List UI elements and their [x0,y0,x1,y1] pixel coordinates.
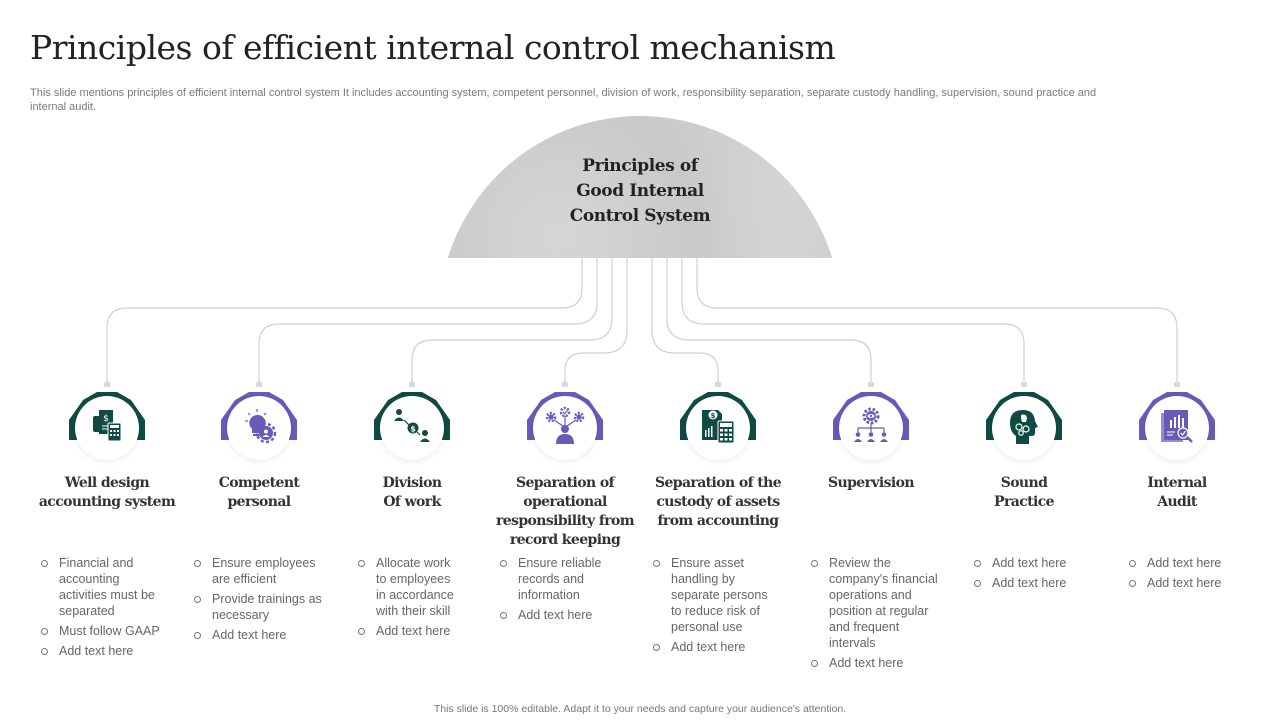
principle-title-line: Division [382,475,442,491]
bullet-item: Add text here [653,639,778,655]
principle-title: Separation of the custody of assets from… [643,474,793,531]
head-lightbulb-gears-icon [1010,410,1038,444]
bullet-item: Ensure employees are efficient [194,555,329,587]
svg-text:$: $ [410,425,416,434]
principle-title: Competent personal [184,474,334,512]
principle-title-line: operational [523,494,607,510]
connector-6 [666,258,872,385]
lightbulb-gear-person-icon [245,409,277,444]
bullet-list-separation-operational: Ensure reliable records and information … [500,555,615,627]
accounting-document-calculator-icon: $ [93,410,122,442]
principle-badge [1135,386,1219,470]
svg-text:$: $ [103,414,109,424]
principle-badge: $ [676,386,760,470]
principle-badge [217,386,301,470]
hero-semicircle: Principles of Good Internal Control Syst… [439,116,841,258]
bullet-list-competent-personal: Ensure employees are efficient Provide t… [194,555,329,647]
bullet-item: Must follow GAAP [41,623,169,639]
principle-title-line: Separation of [515,475,615,491]
principle-title-line: Sound [1000,475,1048,491]
bullet-list-sound-practice: Add text here Add text here [974,555,1094,595]
connector-5 [651,258,719,385]
svg-text:$: $ [711,412,716,420]
principle-title-line: Of work [383,494,441,510]
principle-title-line: custody of assets [656,494,780,510]
audit-report-magnifier-icon [1161,410,1193,443]
bullet-item: Financial and accounting activities must… [41,555,169,619]
bullet-item: Ensure reliable records and information [500,555,615,603]
bullet-item: Add text here [974,575,1094,591]
bullet-item: Add text here [41,643,169,659]
principle-title: Sound Practice [949,474,1099,512]
principle-title-line: Supervision [828,475,915,491]
people-money-transfer-icon: $ [394,409,430,442]
bullet-item: Add text here [358,623,463,639]
principle-title-line: responsibility from [495,513,635,529]
connector-3 [411,258,613,385]
principle-badge [982,386,1066,470]
bullet-item: Add text here [500,607,615,623]
principle-title-line: Practice [994,494,1055,510]
connector-2 [258,258,598,385]
hero-title-line: Good Internal [576,181,704,201]
principle-title: Well design accounting system [32,474,182,512]
connector-8 [696,258,1178,385]
hero-title-line: Control System [569,206,711,226]
bullet-item: Add text here [974,555,1094,571]
bullet-item: Review the company's financial operation… [811,555,946,651]
bullet-item: Add text here [1129,575,1249,591]
person-gears-network-icon [545,406,585,444]
bullet-list-accounting-system: Financial and accounting activities must… [41,555,169,663]
bullet-item: Add text here [1129,555,1249,571]
principle-title: Internal Audit [1102,474,1252,512]
hero-title: Principles of Good Internal Control Syst… [439,154,841,229]
principle-title-line: Internal [1147,475,1207,491]
hero-title-line: Principles of [582,156,698,176]
principle-title-line: Audit [1157,494,1197,510]
principle-title: Supervision [796,474,946,493]
principle-badge: $ [370,386,454,470]
connector-4 [564,258,628,385]
bullet-item: Add text here [811,655,946,671]
bullet-item: Provide trainings as necessary [194,591,329,623]
bullet-list-supervision: Review the company's financial operation… [811,555,946,675]
bullet-list-separation-custody: Ensure asset handling by separate person… [653,555,778,659]
bullet-item: Ensure asset handling by separate person… [653,555,778,635]
principle-title-line: personal [227,494,291,510]
connector-1 [106,258,583,385]
principle-badge: $ [65,386,149,470]
bullet-list-division-of-work: Allocate work to employees in accordance… [358,555,463,643]
principle-title: Separation of operational responsibility… [490,474,640,550]
principle-title-line: record keeping [509,532,621,548]
principle-badge [829,386,913,470]
principle-title-line: Well design [64,475,150,491]
principle-title-line: from accounting [657,513,780,529]
connector-7 [681,258,1025,385]
bullet-item: Add text here [194,627,329,643]
bullet-item: Allocate work to employees in accordance… [358,555,463,619]
principle-title-line: Competent [218,475,300,491]
financial-report-calculator-icon: $ [702,410,735,444]
principle-title: Division Of work [337,474,487,512]
slide-subtitle: This slide mentions principles of effici… [30,87,1097,113]
principle-title-line: Separation of the [654,475,782,491]
principle-title-line: accounting system [38,494,176,510]
bullet-list-internal-audit: Add text here Add text here [1129,555,1249,595]
principle-badge [523,386,607,470]
gear-eye-hierarchy-icon [854,407,888,442]
slide-title: Principles of efficient internal control… [30,28,836,67]
slide-footer: This slide is 100% editable. Adapt it to… [433,703,847,715]
